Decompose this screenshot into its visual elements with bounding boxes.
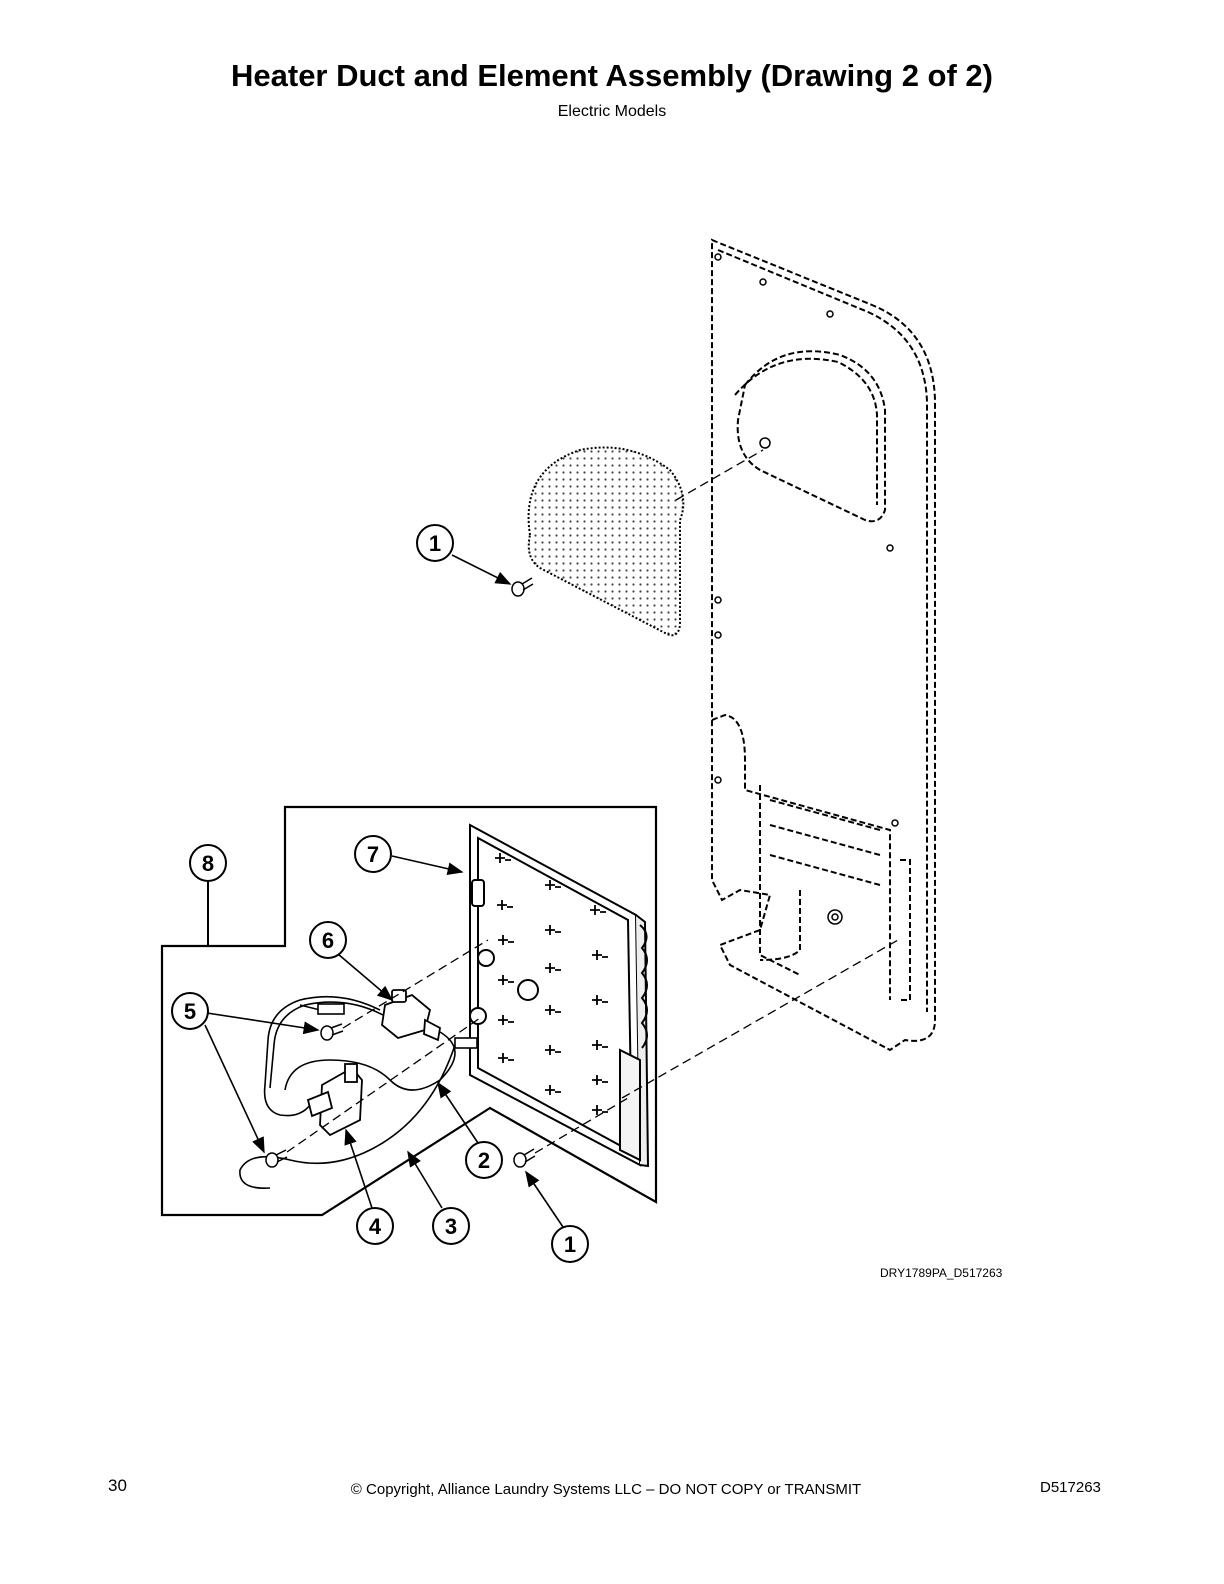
callout-6: 6: [309, 921, 347, 959]
heating-element: [469, 823, 650, 1168]
callout-4: 4: [356, 1207, 394, 1245]
callout-1-top: 1: [416, 524, 454, 562]
page-subtitle: Electric Models: [557, 103, 667, 120]
wire-harness: [239, 995, 478, 1189]
assembly-dashed-leaders: [286, 939, 629, 1154]
svg-text:4: 4: [369, 1214, 382, 1239]
page-number: 30: [108, 1476, 127, 1495]
perforated-cover: [527, 446, 685, 637]
kit-boundary: [160, 805, 658, 1217]
thermostat: [381, 989, 441, 1042]
top-screw-leader: [675, 449, 764, 501]
svg-text:1: 1: [564, 1232, 576, 1257]
svg-text:3: 3: [445, 1214, 457, 1239]
hi-limit-thermostat: [306, 1063, 363, 1137]
callout-3: 3: [432, 1207, 470, 1245]
svg-text:1: 1: [429, 531, 441, 556]
callout-5: 5: [171, 992, 209, 1030]
callout-8: 8: [189, 844, 227, 882]
svg-text:6: 6: [322, 928, 334, 953]
figure-id: DRY1789PA_D517263: [880, 1266, 1003, 1280]
element-terminals: [495, 853, 608, 1115]
svg-text:8: 8: [202, 851, 214, 876]
callout-7: 7: [354, 835, 392, 873]
document-number: D517263: [1040, 1479, 1101, 1496]
callout-2: 2: [465, 1141, 503, 1179]
duct-panel-holes: [714, 253, 899, 925]
page-title: Heater Duct and Element Assembly (Drawin…: [231, 58, 993, 93]
top-screw: [511, 577, 534, 597]
svg-text:5: 5: [184, 999, 196, 1024]
screws: [265, 1023, 536, 1168]
heater-duct-panel: [711, 238, 936, 1052]
copyright-notice: © Copyright, Alliance Laundry Systems LL…: [350, 1481, 862, 1498]
callout-1-bottom: 1: [551, 1225, 589, 1263]
svg-text:7: 7: [367, 842, 379, 867]
callout-leaders: [204, 855, 564, 1228]
svg-text:2: 2: [478, 1148, 490, 1173]
